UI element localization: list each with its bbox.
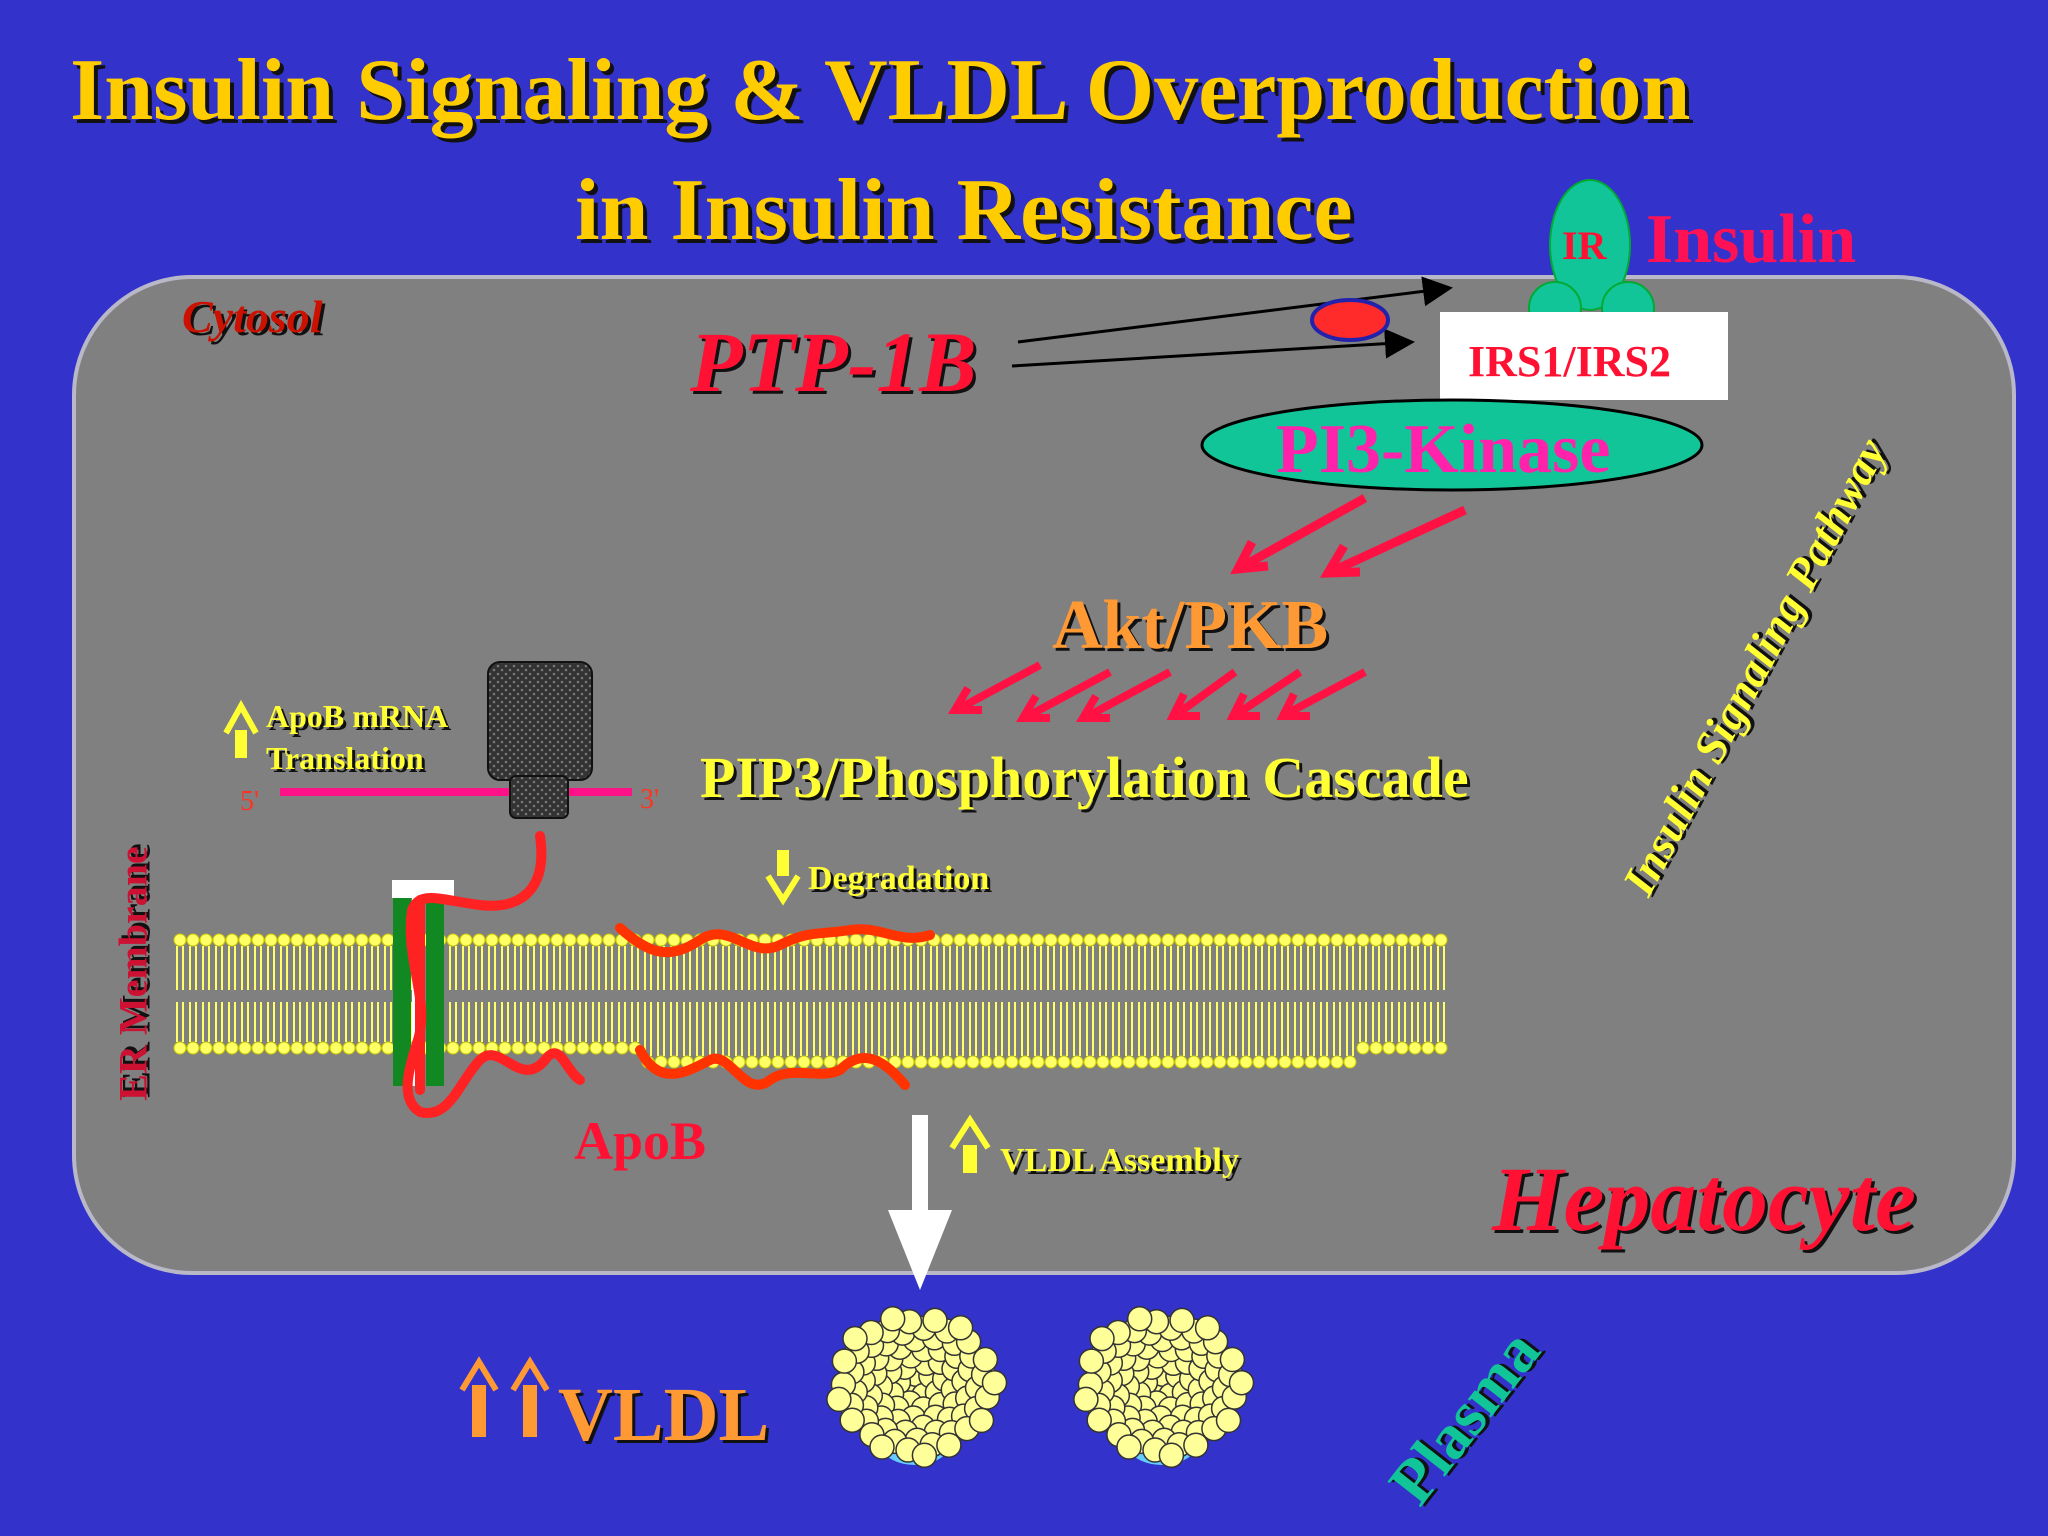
insulin-label: Insulin [1646,201,1857,278]
irs-box [1440,312,1728,400]
apob-label: ApoB [574,1111,707,1171]
vldl-increase-arrows-icon [459,1356,550,1437]
translation-up-arrow-icon [223,699,259,758]
title-line-1: Insulin Signaling & VLDL Overproduction [70,42,1691,139]
irs-label: IRS1/IRS2 [1468,337,1671,386]
vldl-assembly-label: VLDL Assembly [1000,1142,1239,1179]
pip3-label: PIP3/Phosphorylation Cascade [700,745,1469,810]
ir-label: IR [1562,223,1607,268]
ptp1b-label: PTP-1B [690,314,977,410]
ribosome-icon [487,661,593,819]
vldl-particles [826,1306,1255,1469]
er-membrane-bilayer [173,933,1448,1069]
inhibit-oval-icon [1310,298,1390,342]
five-prime-label: 5' [240,786,260,817]
pi3k-label: PI3-Kinase [1276,411,1611,488]
akt-label: Akt/PKB [1052,587,1329,664]
hepatocyte-label: Hepatocyte [1492,1148,1917,1250]
apob-mrna-line2: Translation [266,740,424,776]
degradation-label: Degradation [808,860,990,897]
ptp1b-arrows [1011,276,1453,368]
three-prime-label: 3' [640,784,660,815]
pi3k-akt-arrows [1230,494,1467,578]
degradation-down-arrow-icon [765,850,801,906]
akt-pip3-arrows [947,661,1367,722]
cytosol-label: Cytosol [182,291,323,342]
vldl-assembly-up-arrow-icon [949,1114,991,1173]
apob-mrna-line1: ApoB mRNA [266,698,449,734]
secretion-arrow-icon [888,1115,952,1290]
title-line-2: in Insulin Resistance [575,162,1353,259]
apob-chain [402,831,935,1118]
pi3k-ellipse [1200,398,1704,492]
er-membrane-label: ER Membrane [110,846,156,1101]
vldl-label: VLDL [558,1373,770,1457]
